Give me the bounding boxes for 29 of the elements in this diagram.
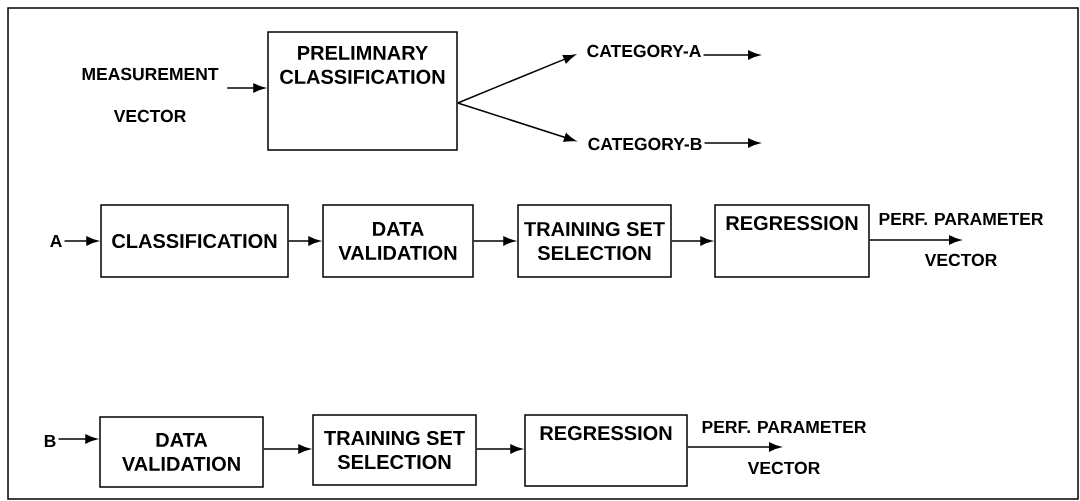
arrow (476, 444, 522, 454)
process-box: PRELIMNARY CLASSIFICATION (267, 31, 458, 151)
arrow (288, 236, 320, 246)
process-box: TRAINING SET SELECTION (312, 414, 477, 486)
arrow (671, 236, 712, 246)
arrow (703, 138, 760, 148)
process-box: CLASSIFICATION (100, 204, 289, 278)
arrow (687, 442, 781, 452)
arrow (702, 50, 760, 60)
edge-label: PERF. PARAMETER VECTOR (702, 420, 867, 475)
edge-label: PERF. PARAMETER VECTOR (879, 212, 1044, 267)
arrow (57, 434, 97, 444)
arrow (63, 236, 98, 246)
process-box: REGRESSION (714, 204, 870, 278)
arrow (457, 54, 575, 104)
arrow (263, 444, 310, 454)
text-label: MEASUREMENT VECTOR (82, 67, 219, 123)
process-box: REGRESSION (524, 414, 688, 487)
text-label: CATEGORY-A (587, 44, 701, 58)
process-box: DATA VALIDATION (99, 416, 264, 488)
text-label: B (44, 434, 56, 447)
text-label: A (50, 234, 62, 247)
process-box: TRAINING SET SELECTION (517, 204, 672, 278)
process-box: DATA VALIDATION (322, 204, 474, 278)
arrow (869, 235, 961, 245)
arrow (457, 102, 576, 142)
text-label: CATEGORY-B (588, 137, 702, 151)
arrow (226, 83, 265, 93)
arrow (473, 236, 515, 246)
